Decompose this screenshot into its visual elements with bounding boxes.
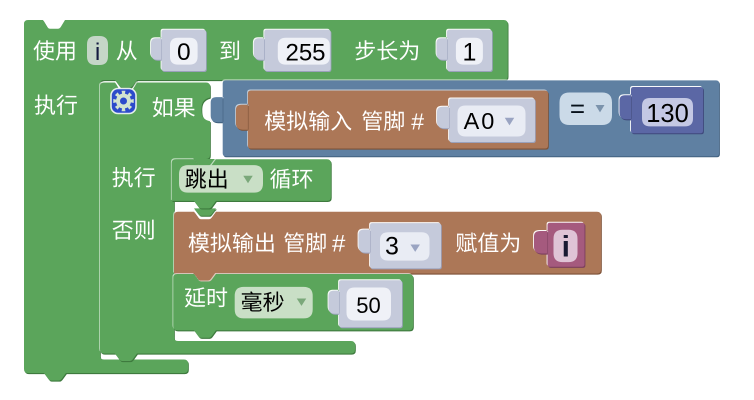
svg-text:50: 50	[356, 293, 380, 318]
svg-text:=: =	[570, 93, 585, 123]
svg-text:A0: A0	[464, 108, 497, 134]
svg-text:130: 130	[646, 100, 689, 128]
svg-text:3: 3	[385, 233, 399, 261]
svg-text:#: #	[332, 231, 346, 258]
svg-text:0: 0	[177, 39, 191, 66]
svg-text:i: i	[562, 230, 570, 263]
svg-text:#: #	[411, 108, 424, 134]
svg-text:1: 1	[462, 39, 476, 67]
svg-text:255: 255	[285, 40, 325, 67]
svg-text:i: i	[95, 39, 100, 66]
